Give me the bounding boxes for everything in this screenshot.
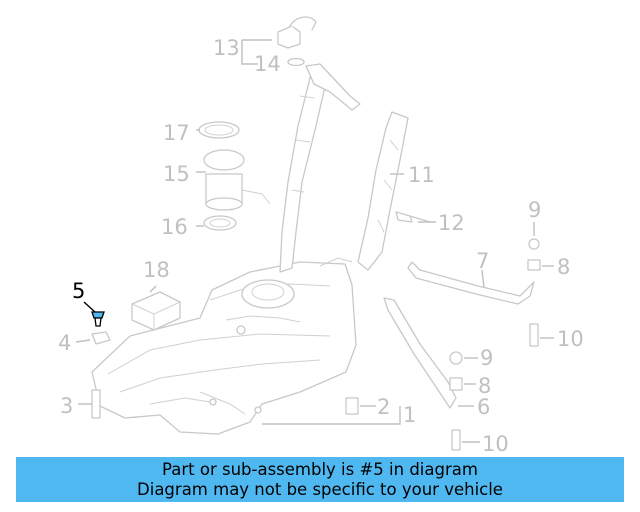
label-2: 2 bbox=[377, 395, 390, 419]
label-15: 15 bbox=[163, 162, 190, 186]
callout-labels: 13 14 17 15 16 18 5 4 3 11 12 9 8 7 10 9… bbox=[58, 36, 584, 456]
label-3: 3 bbox=[60, 394, 73, 418]
strap-7-art bbox=[407, 261, 535, 305]
label-8-top: 8 bbox=[557, 255, 570, 279]
label-16: 16 bbox=[161, 215, 188, 239]
label-9-bottom: 9 bbox=[480, 346, 493, 370]
label-17: 17 bbox=[163, 121, 190, 145]
fuel-tank-art bbox=[91, 257, 357, 435]
info-banner: Part or sub-assembly is #5 in diagram Di… bbox=[16, 457, 624, 502]
fuel-pump-art bbox=[198, 121, 271, 231]
hardware-art bbox=[91, 238, 541, 451]
label-11: 11 bbox=[408, 163, 435, 187]
label-6: 6 bbox=[477, 395, 490, 419]
label-1: 1 bbox=[403, 403, 416, 427]
leader-lines bbox=[75, 39, 554, 443]
banner-line-1: Part or sub-assembly is #5 in diagram bbox=[162, 460, 478, 479]
label-9-top: 9 bbox=[528, 198, 541, 222]
label-13: 13 bbox=[213, 36, 240, 60]
label-4: 4 bbox=[58, 331, 71, 355]
part-5-clip-art bbox=[91, 311, 105, 327]
label-5: 5 bbox=[72, 279, 85, 303]
banner-line-2: Diagram may not be specific to your vehi… bbox=[137, 480, 503, 499]
label-8-bottom: 8 bbox=[478, 374, 491, 398]
label-18: 18 bbox=[143, 258, 170, 282]
control-module-art bbox=[131, 291, 181, 331]
fill-cap-art bbox=[277, 16, 317, 67]
filler-neck-art bbox=[279, 63, 361, 273]
label-14: 14 bbox=[254, 52, 281, 76]
strap-6-art bbox=[383, 297, 457, 409]
label-10-bottom: 10 bbox=[482, 432, 509, 456]
label-7: 7 bbox=[476, 249, 489, 273]
heat-shield-art bbox=[357, 111, 409, 271]
bolt-12-art bbox=[395, 211, 431, 223]
label-12: 12 bbox=[438, 211, 465, 235]
label-10-top: 10 bbox=[557, 327, 584, 351]
